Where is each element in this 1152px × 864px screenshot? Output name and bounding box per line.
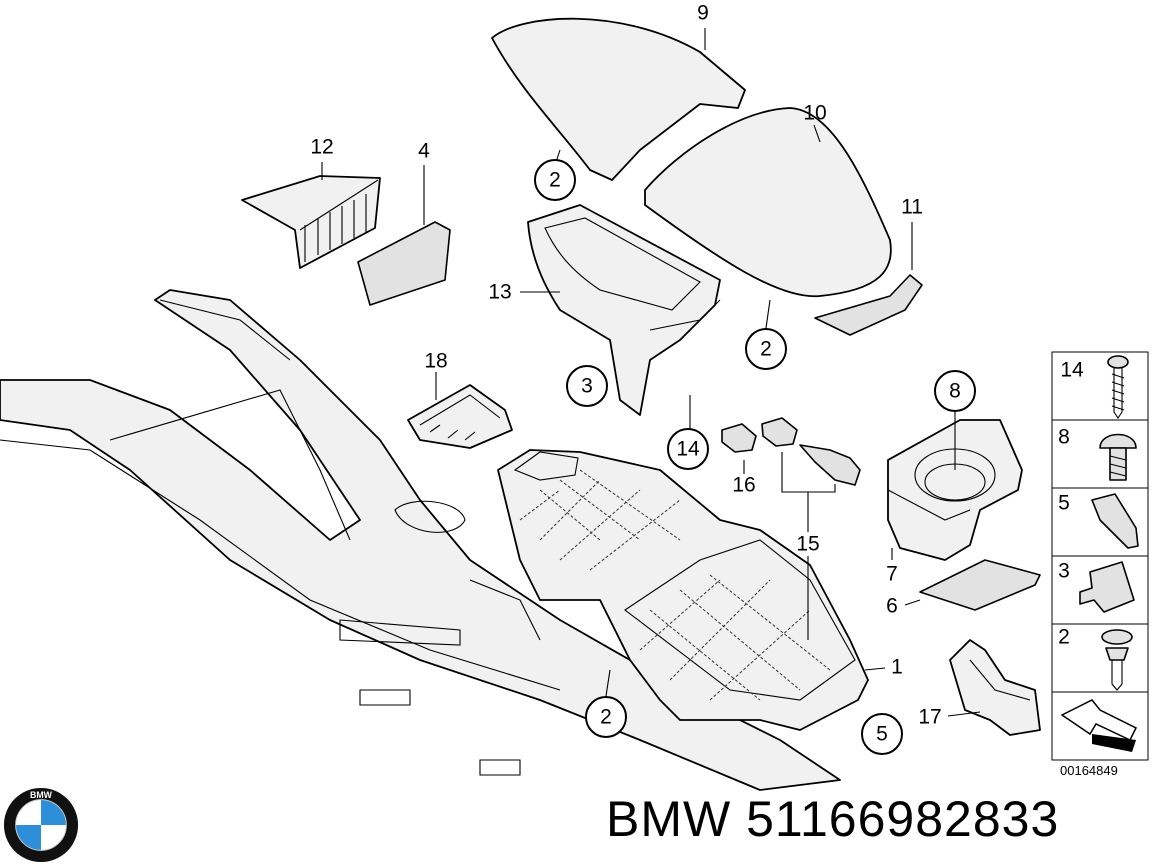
part-cover-plate xyxy=(357,165,451,306)
screw-icon xyxy=(1107,355,1129,419)
circled-callout-5: 5 xyxy=(861,713,903,755)
callout-13: 13 xyxy=(488,281,511,304)
logo-blue-quadrant-bottom xyxy=(15,825,41,851)
circled-callout-3: 3 xyxy=(566,365,608,407)
callout-7: 7 xyxy=(886,563,898,586)
part-vent xyxy=(241,162,381,269)
callout-10: 10 xyxy=(803,102,826,125)
direction-arrow-icon xyxy=(1060,699,1138,752)
flange-screw-icon xyxy=(1101,629,1133,691)
diagram-code: 00164849 xyxy=(1060,763,1118,778)
clip-icon xyxy=(1091,493,1139,549)
part-bracket xyxy=(407,372,513,449)
logo-blue-quadrant-top xyxy=(41,799,67,825)
part-cup-holder xyxy=(887,410,1023,561)
part-number-title: BMW 51166982833 xyxy=(606,791,1060,847)
svg-text:5: 5 xyxy=(876,723,888,746)
callout-17: 17 xyxy=(918,706,941,729)
part-trim-strip xyxy=(814,222,923,336)
svg-text:2: 2 xyxy=(549,169,561,192)
legend-label-2: 2 xyxy=(1058,626,1070,649)
part-armrest-top xyxy=(491,17,746,181)
svg-text:8: 8 xyxy=(949,380,961,403)
svg-text:2: 2 xyxy=(760,338,772,361)
part-cup-cover xyxy=(904,559,1041,611)
svg-text:14: 14 xyxy=(676,438,700,461)
logo-text: BMW xyxy=(30,790,53,800)
svg-text:3: 3 xyxy=(581,375,593,398)
legend-label-5: 5 xyxy=(1058,492,1070,515)
circled-callout-8: 8 xyxy=(934,370,976,412)
circled-callout-2-bottom: 2 xyxy=(585,696,627,738)
part-switch xyxy=(947,639,1041,736)
part-main-console xyxy=(497,449,886,731)
part-armrest-lower xyxy=(644,107,892,298)
bolt-icon xyxy=(1099,433,1137,481)
callout-labels: 9 12 4 10 11 13 18 16 15 7 6 1 17 xyxy=(310,2,941,729)
callout-11: 11 xyxy=(901,196,923,219)
bmw-logo: BMW xyxy=(3,787,79,863)
circled-callout-2-top: 2 xyxy=(534,159,576,201)
circled-callouts: 2 2 2 3 14 8 5 xyxy=(534,159,976,755)
cap-icon xyxy=(1079,561,1135,613)
callout-18: 18 xyxy=(424,350,447,373)
part-storage-tray xyxy=(520,204,721,430)
small-parts-legend: 14 8 5 3 2 xyxy=(1051,351,1149,761)
circled-callout-14: 14 xyxy=(667,428,709,470)
lower-console-body xyxy=(0,289,841,791)
callout-9: 9 xyxy=(697,2,709,25)
legend-label-8: 8 xyxy=(1058,426,1070,449)
legend-label-14: 14 xyxy=(1060,359,1084,382)
callout-15: 15 xyxy=(796,533,819,556)
legend-label-3: 3 xyxy=(1058,560,1070,583)
callout-12: 12 xyxy=(310,136,333,159)
callout-4: 4 xyxy=(418,140,430,163)
part-lock-cylinders xyxy=(721,417,861,640)
callout-16: 16 xyxy=(732,474,755,497)
circled-callout-2-middle: 2 xyxy=(745,328,787,370)
svg-text:2: 2 xyxy=(600,706,612,729)
callout-6: 6 xyxy=(886,595,898,618)
callout-1: 1 xyxy=(891,656,903,679)
